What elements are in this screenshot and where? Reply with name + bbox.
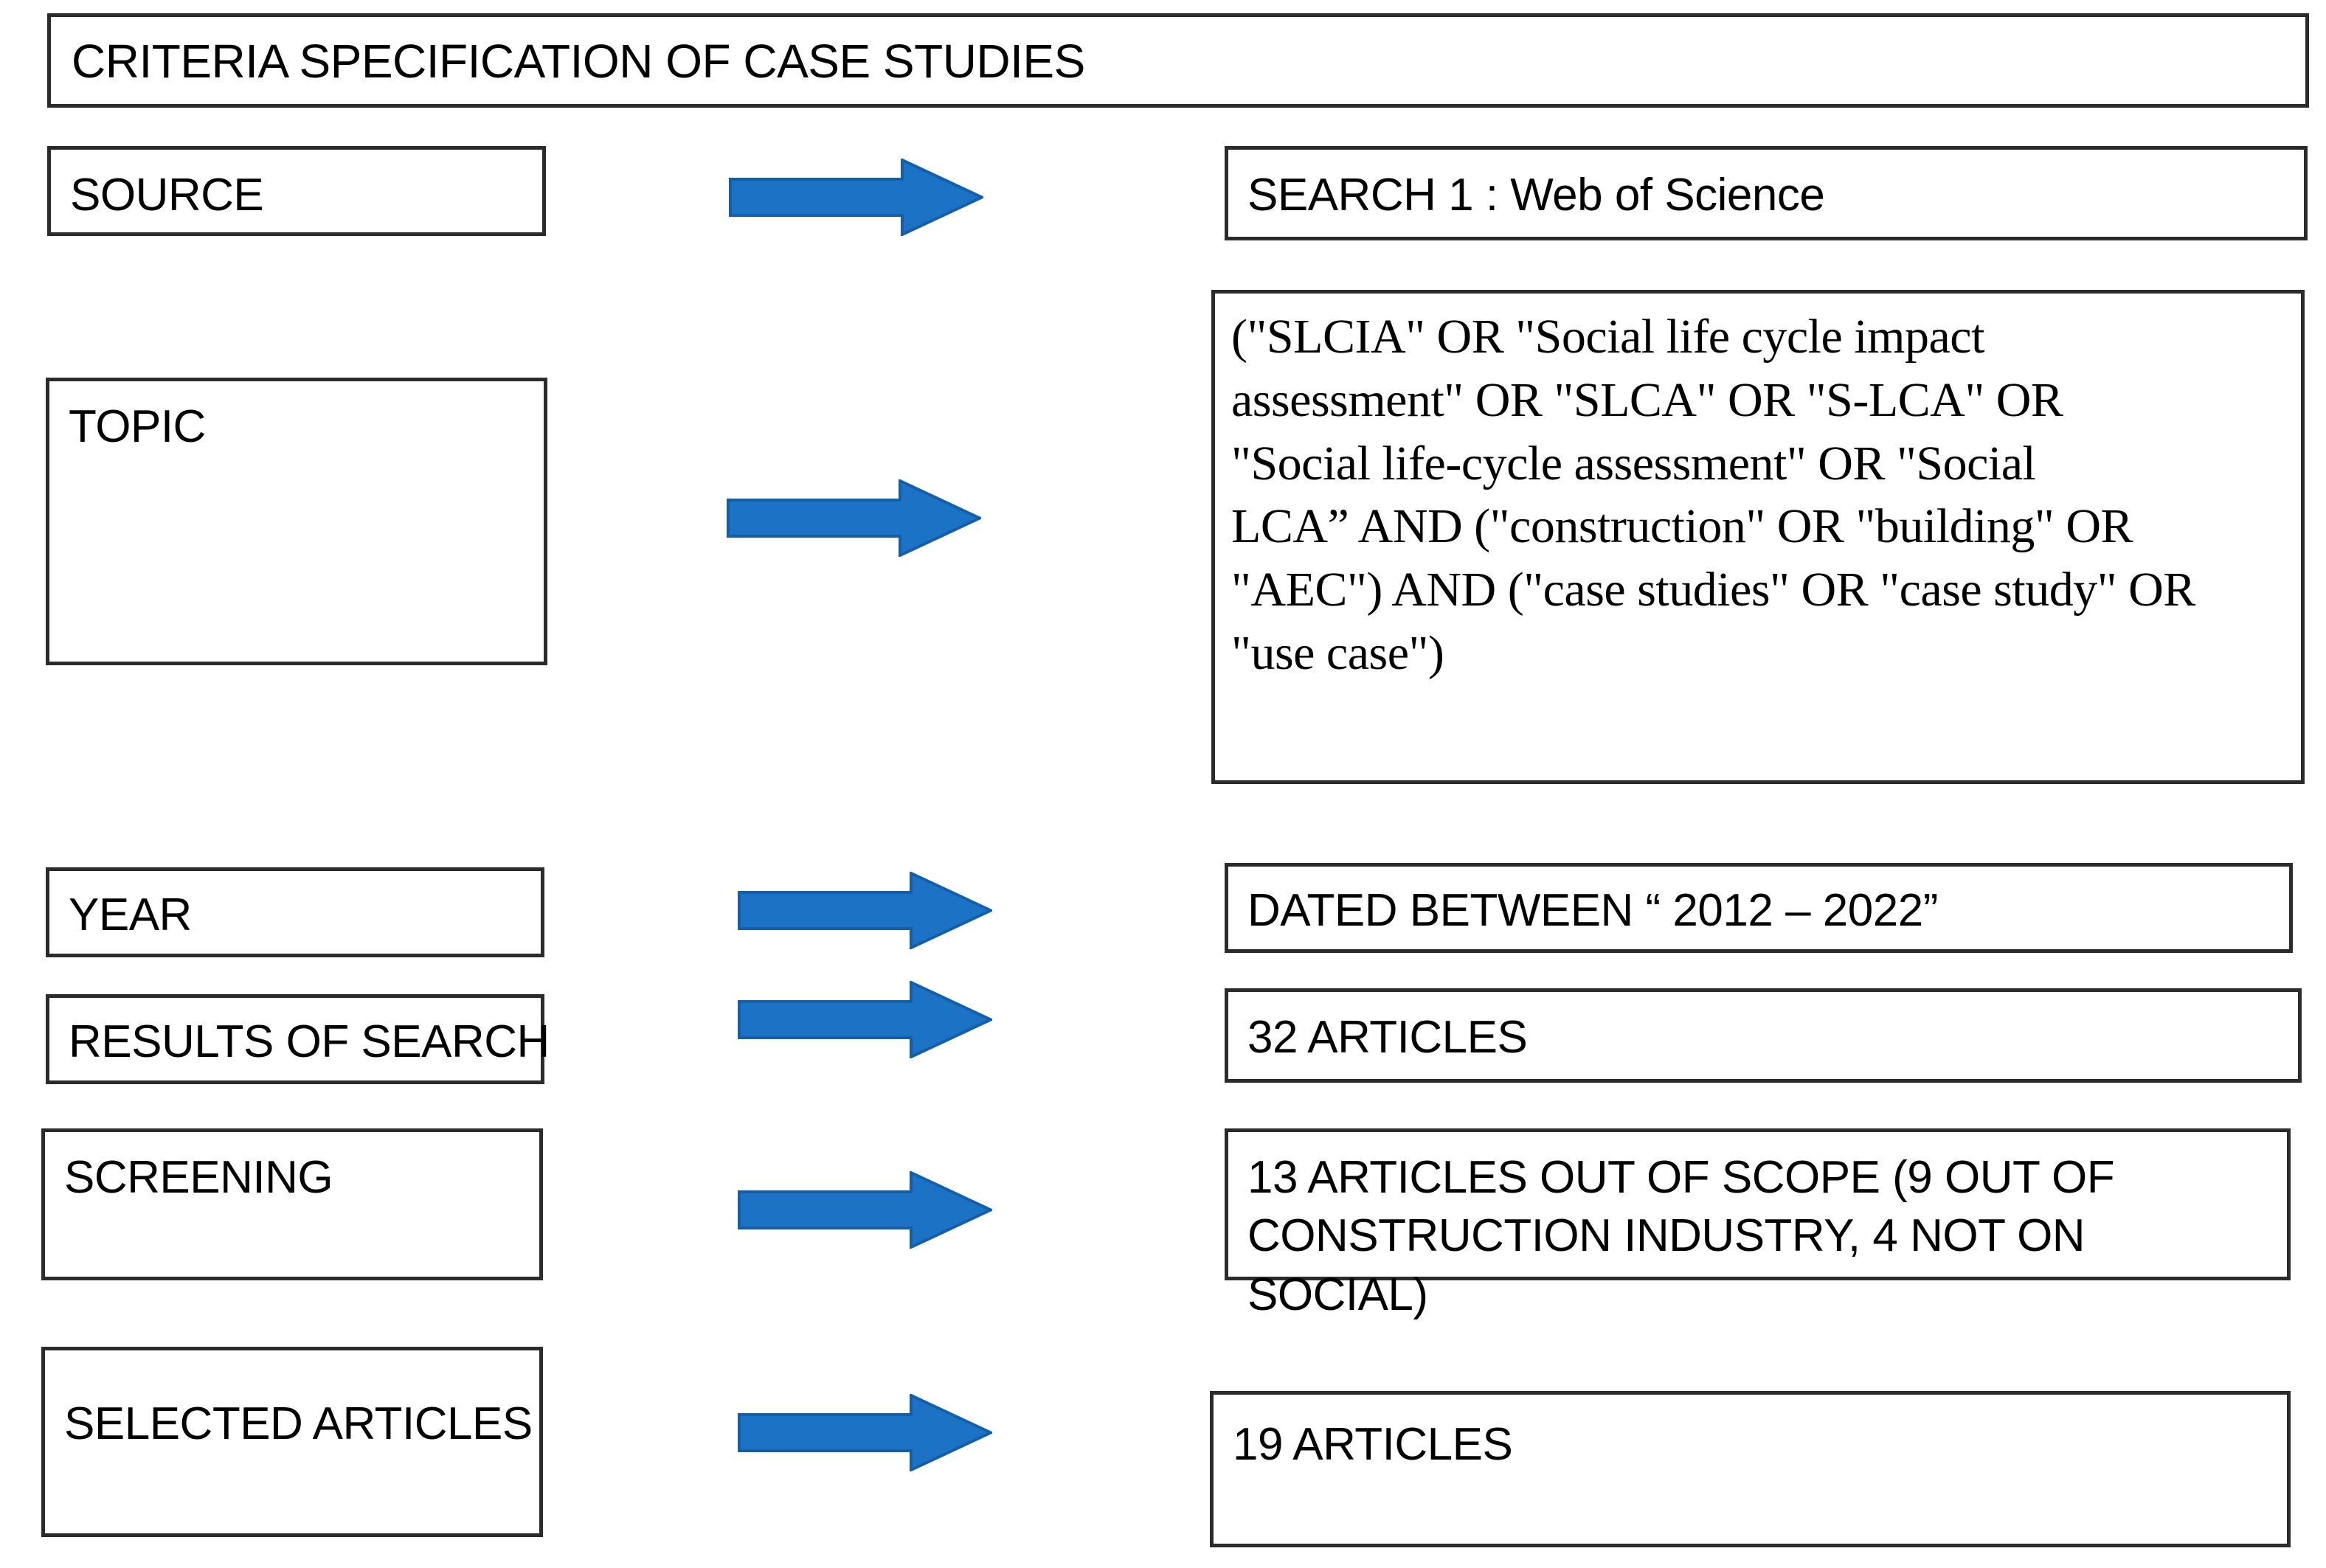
value-label-topic: ("SLCIA" OR "Social life cycle impact as… (1231, 305, 2279, 685)
right-arrow-icon-topic (727, 479, 981, 557)
criterion-box-selected-articles: SELECTED ARTICLES (41, 1347, 543, 1537)
value-box-results-of-search: 32 ARTICLES (1225, 988, 2302, 1083)
criterion-label-selected-articles: SELECTED ARTICLES (64, 1398, 533, 1449)
criterion-label-topic: TOPIC (69, 401, 206, 452)
right-arrow-icon-results-of-search (738, 981, 992, 1058)
value-label-screening: 13 ARTICLES OUT OF SCOPE (9 OUT OF CONST… (1247, 1148, 2273, 1324)
value-label-source: SEARCH 1 : Web of Science (1247, 170, 1825, 221)
value-line: LCA” AND ("construction" OR "building" O… (1231, 499, 2133, 554)
value-line: "Social life-cycle assessment" OR "Socia… (1231, 436, 2036, 490)
criterion-label-source: SOURCE (70, 170, 264, 221)
criterion-label-screening: SCREENING (64, 1152, 333, 1203)
criterion-box-results-of-search: RESULTS OF SEARCH (46, 994, 550, 1084)
value-label-selected-articles: 19 ARTICLES (1233, 1419, 1513, 1470)
value-box-topic: ("SLCIA" OR "Social life cycle impact as… (1211, 290, 2305, 784)
value-line: "use case") (1231, 625, 1444, 680)
right-arrow-icon-year (738, 872, 992, 949)
criterion-box-source: SOURCE (47, 146, 546, 236)
criterion-box-year: YEAR (46, 867, 544, 957)
value-box-screening: 13 ARTICLES OUT OF SCOPE (9 OUT OF CONST… (1225, 1128, 2291, 1320)
right-arrow-icon-screening (738, 1171, 992, 1249)
criterion-label-results-of-search: RESULTS OF SEARCH (69, 1016, 550, 1067)
value-box-source: SEARCH 1 : Web of Science (1225, 146, 2308, 240)
value-line: 13 ARTICLES OUT OF SCOPE (9 OUT OF (1247, 1152, 2115, 1203)
value-box-selected-articles: 19 ARTICLES (1210, 1391, 2291, 1547)
criterion-label-year: YEAR (69, 889, 192, 940)
value-line: "AEC") AND ("case studies" OR "case stud… (1231, 563, 2195, 617)
value-label-results-of-search: 32 ARTICLES (1247, 1012, 1528, 1063)
criterion-box-topic: TOPIC (46, 378, 547, 665)
right-arrow-icon-selected-articles (738, 1394, 992, 1471)
value-box-year: DATED BETWEEN “ 2012 – 2022” (1225, 863, 2293, 953)
title-box: CRITERIA SPECIFICATION OF CASE STUDIES (47, 13, 2309, 108)
value-line: ("SLCIA" OR "Social life cycle impact (1231, 310, 1984, 364)
value-line: assessment" OR "SLCA" OR "S-LCA" OR (1231, 372, 2063, 427)
value-label-year: DATED BETWEEN “ 2012 – 2022” (1247, 885, 1938, 936)
right-arrow-icon-source (729, 159, 983, 236)
page-title: CRITERIA SPECIFICATION OF CASE STUDIES (72, 35, 1085, 88)
criterion-box-screening: SCREENING (41, 1128, 543, 1280)
value-line: CONSTRUCTION INDUSTRY, 4 NOT ON SOCIAL) (1247, 1210, 2086, 1320)
